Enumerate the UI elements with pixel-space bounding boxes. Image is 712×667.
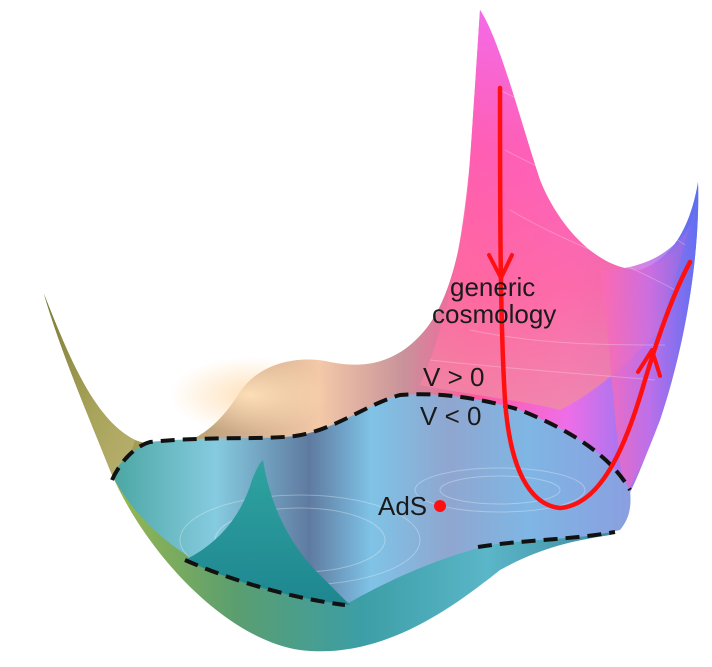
- label-v-positive: V > 0: [423, 362, 484, 392]
- saddle-highlight: [170, 357, 330, 433]
- label-v-negative: V < 0: [420, 401, 481, 431]
- surface-cusp: [185, 460, 350, 605]
- surface-left-wing: [44, 294, 135, 475]
- label-ads: AdS: [378, 491, 427, 521]
- label-generic: generic: [450, 272, 535, 302]
- surface-gridlines: [429, 89, 691, 381]
- boundary-upper: [110, 392, 632, 491]
- boundary-lower-right: [477, 530, 616, 549]
- ads-point: [434, 500, 446, 512]
- surface-right-wing: [600, 182, 699, 495]
- label-cosmology: cosmology: [432, 299, 556, 329]
- trajectory-arrow-down-icon: [487, 253, 514, 280]
- trajectory-arrow-up-icon: [636, 348, 662, 378]
